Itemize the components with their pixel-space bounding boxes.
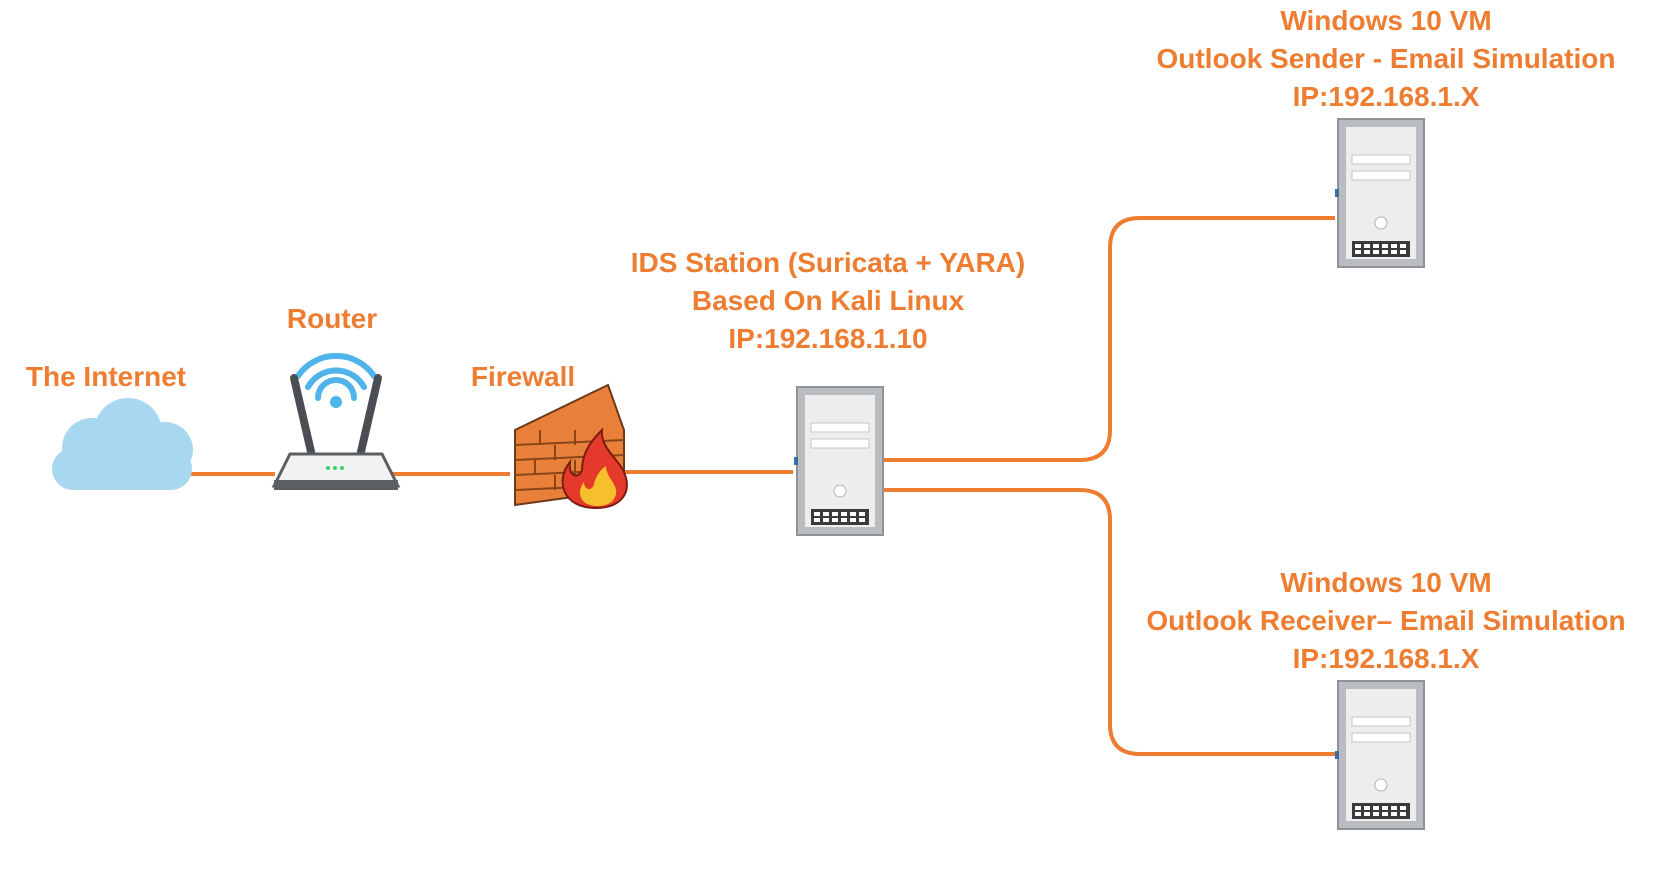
receiver-ip: IP:192.168.1.X (1292, 643, 1480, 674)
sender-title: Windows 10 VM (1280, 5, 1492, 36)
ids-title: IDS Station (Suricata + YARA) (630, 247, 1026, 278)
ids-label: IDS Station (Suricata + YARA) Based On K… (578, 244, 1078, 358)
ids-ip: IP:192.168.1.10 (728, 323, 928, 354)
ids-os: Based On Kali Linux (691, 285, 965, 316)
wifi-router-icon (271, 352, 401, 490)
receiver-label: Windows 10 VM Outlook Receiver– Email Si… (1106, 564, 1654, 678)
receiver-title: Windows 10 VM (1280, 567, 1492, 598)
router-label: Router (286, 303, 378, 334)
firewall-label: Firewall (470, 361, 576, 392)
link-ids-receiver (883, 488, 1335, 756)
sender-role: Outlook Sender - Email Simulation (1156, 43, 1616, 74)
sender-ip: IP:192.168.1.X (1292, 81, 1480, 112)
cloud-icon (52, 398, 193, 490)
sender-label: Windows 10 VM Outlook Sender - Email Sim… (1106, 2, 1654, 116)
receiver-role: Outlook Receiver– Email Simulation (1146, 605, 1626, 636)
link-ids-sender (883, 216, 1335, 462)
ids-server-icon (793, 386, 884, 536)
internet-label: The Internet (25, 361, 187, 392)
receiver-server-icon (1334, 680, 1425, 830)
sender-server-icon (1334, 118, 1425, 268)
firewall-icon (514, 383, 628, 510)
